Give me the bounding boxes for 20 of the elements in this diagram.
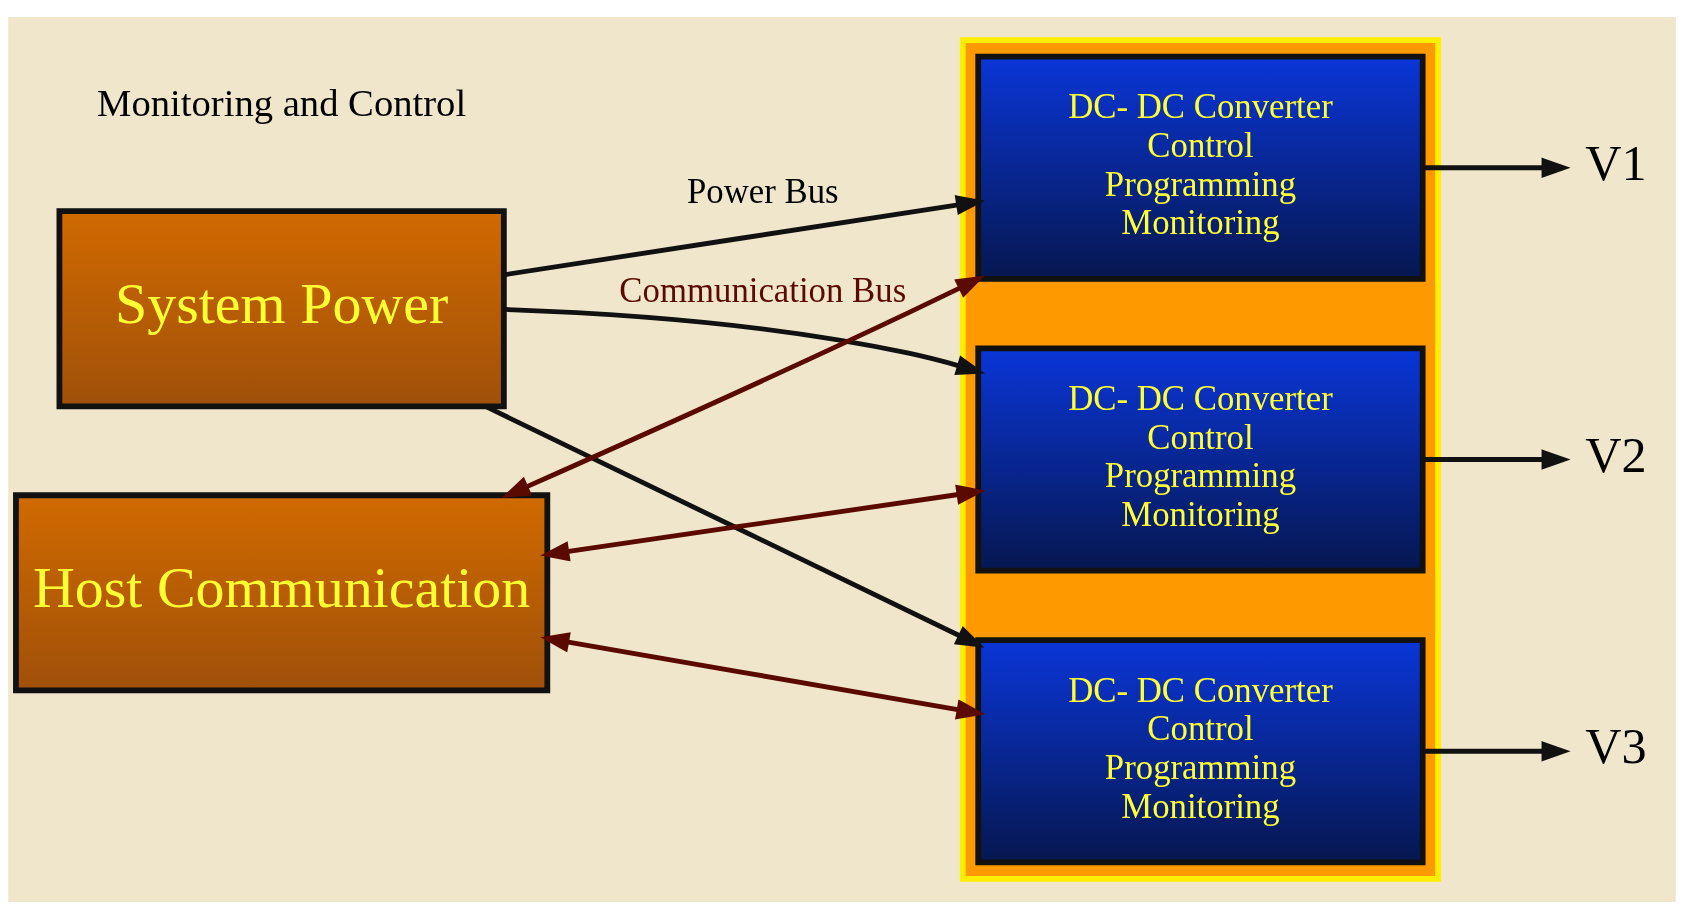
node-text: V1 bbox=[1585, 134, 1647, 191]
arrow bbox=[1423, 157, 1571, 178]
cluster bbox=[959, 37, 1441, 882]
edge-label: Power Bus bbox=[686, 172, 839, 212]
node-box: DC- DC Converter Control Programming Monitoring bbox=[975, 345, 1426, 574]
arrow bbox=[540, 632, 986, 720]
node-box: System Power bbox=[56, 208, 507, 410]
edge-label: Communication Bus bbox=[619, 270, 907, 310]
node-text: V3 bbox=[1585, 718, 1647, 775]
arrow bbox=[501, 275, 985, 498]
label: Monitoring and Control bbox=[97, 81, 467, 124]
arrow bbox=[503, 195, 985, 278]
node-text: V2 bbox=[1585, 426, 1647, 483]
node-box: Host Communication bbox=[13, 492, 551, 694]
arrow bbox=[504, 307, 986, 376]
arrow bbox=[1423, 741, 1571, 762]
arrow bbox=[1423, 449, 1571, 470]
node-box: DC- DC Converter Control Programming Monitoring bbox=[975, 637, 1426, 866]
arrow bbox=[540, 484, 986, 562]
node-box: DC- DC Converter Control Programming Monitoring bbox=[975, 53, 1426, 282]
